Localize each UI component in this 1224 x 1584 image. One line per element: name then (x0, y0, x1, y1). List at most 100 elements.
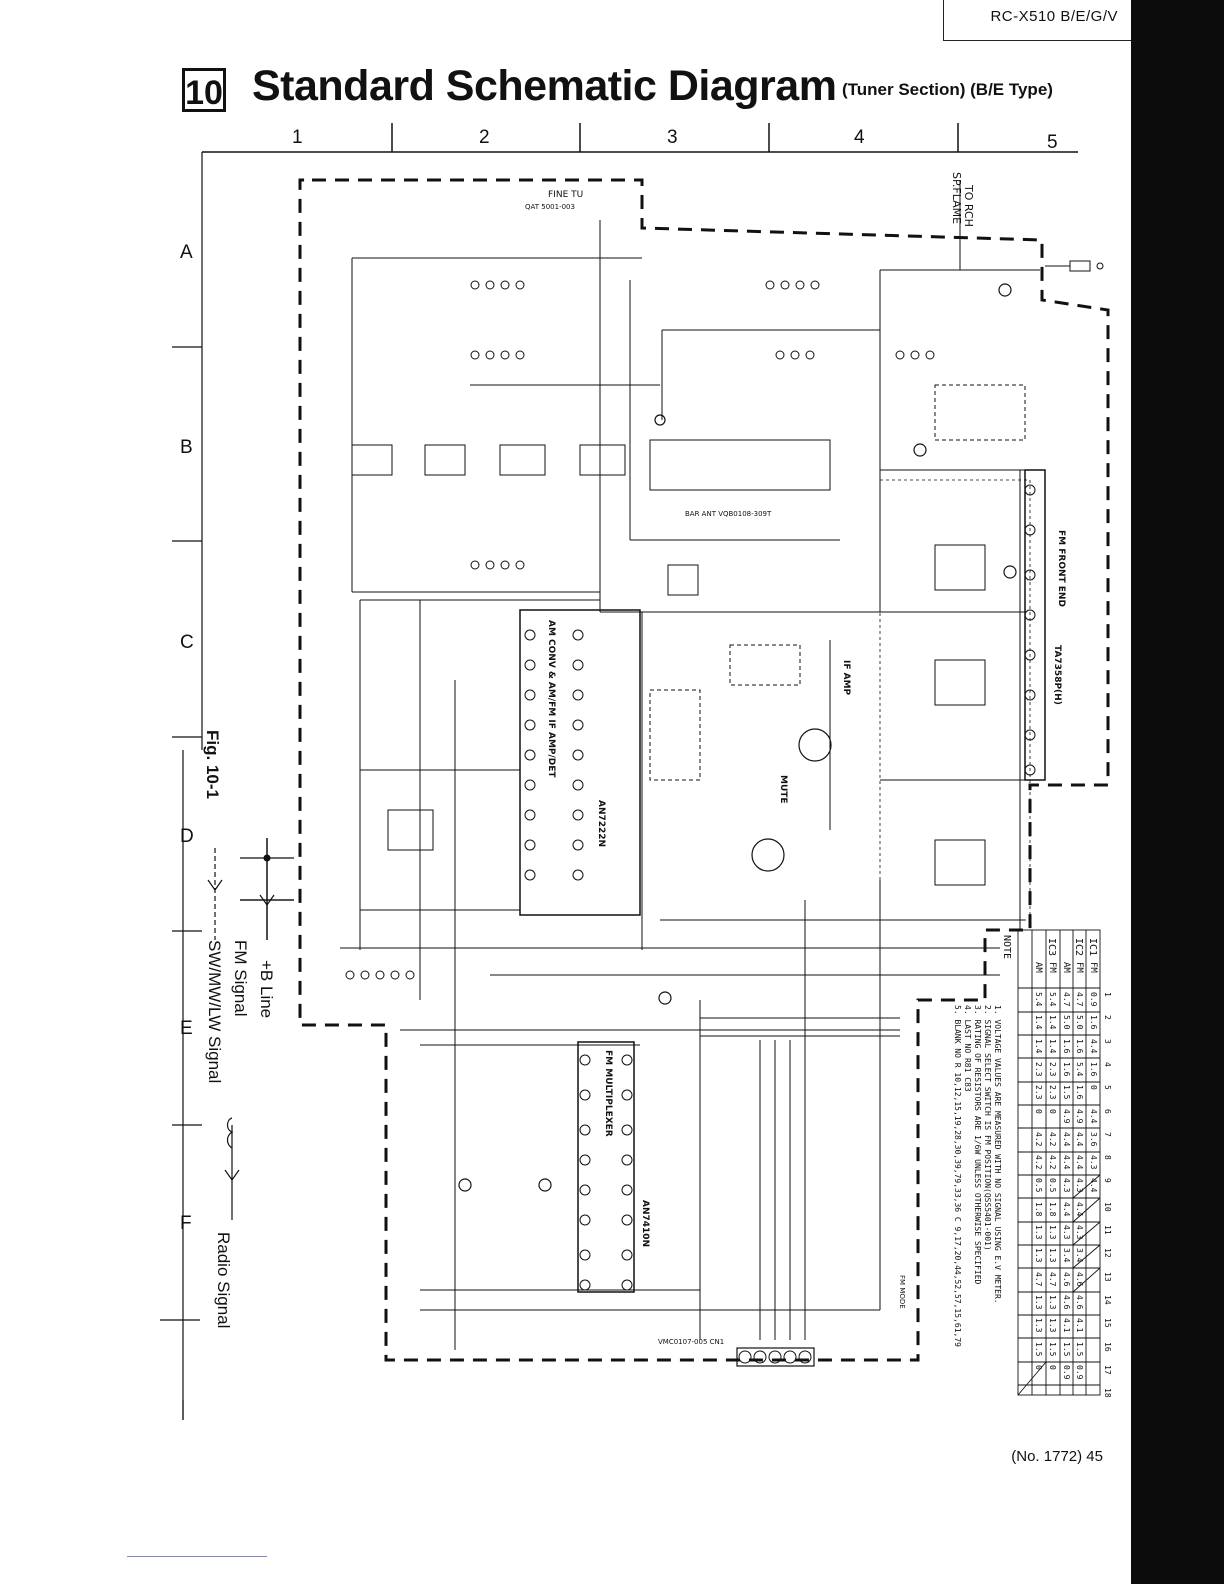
table-cell: 5.4 (1048, 992, 1057, 1007)
table-ic3-fm-mode: FM (1047, 962, 1057, 973)
table-ic2-am-mode: AM (1061, 962, 1071, 973)
table-cell: 4.2 (1048, 1155, 1057, 1170)
table-cell: 4.3 (1075, 1178, 1084, 1193)
ic2-part-label: AN7222N (596, 800, 606, 848)
table-pin-header: 4 (1103, 1061, 1112, 1067)
ic2-block-label: AM CONV & AM/FM IF AMP/DET (546, 620, 556, 778)
note-3: 3. RATING OF RESISTORS ARE 1/6W UNLESS O… (973, 1005, 982, 1285)
table-pin-header: 15 (1103, 1318, 1112, 1328)
table-cell: 1.6 (1089, 1061, 1098, 1077)
model-box (943, 0, 1132, 41)
table-pin-header: 8 (1103, 1155, 1112, 1160)
table-cell: 1.3 (1048, 1248, 1057, 1263)
grid-row-b: B (180, 437, 193, 458)
table-cell: 4.4 (1062, 1131, 1071, 1147)
grid-column-5: 5 (1047, 132, 1058, 153)
grid-column-4: 4 (854, 127, 865, 148)
table-cell: 4.4 (1075, 1131, 1084, 1147)
note-2: 2. SIGNAL SELECT SWITCH IS FM POSITION(Q… (983, 1005, 992, 1251)
table-cell: 0.5 (1048, 1178, 1057, 1193)
ic1-part-label: TA7358P(H) (1052, 645, 1062, 705)
legend-sw-mw-lw-signal: SW/MW/LW Signal (205, 940, 224, 1084)
table-cell: 1.4 (1034, 1038, 1043, 1054)
ic3-block-label: FM MULTIPLEXER (603, 1050, 613, 1137)
mute-label: MUTE (778, 775, 788, 804)
table-cell: 2.3 (1034, 1085, 1043, 1100)
table-cell: 4.3 (1062, 1225, 1071, 1240)
ic1-block-label: FM FRONT END (1056, 530, 1066, 607)
grid-row-f: F (180, 1213, 192, 1234)
table-cell: 1.6 (1089, 1015, 1098, 1030)
table-cell: 4.6 (1075, 1271, 1084, 1287)
legend-radio-signal: Radio Signal (214, 1232, 233, 1329)
table-cell: 1.5 (1075, 1341, 1084, 1356)
table-cell: 1.6 (1075, 1038, 1084, 1054)
fine-tune-label: FINE TU (548, 190, 584, 200)
table-pin-header: 3 (1103, 1038, 1112, 1044)
grid-column-2: 2 (479, 127, 490, 148)
table-cell: 1.3 (1034, 1225, 1043, 1240)
table-cell: 4.4 (1075, 1155, 1084, 1170)
table-cell: 4.2 (1034, 1131, 1043, 1147)
table-pin-header: 18 (1103, 1388, 1112, 1398)
table-cell: 4.1 (1075, 1318, 1084, 1333)
table-cell: 0 (1089, 1085, 1098, 1091)
table-cell: 2.3 (1034, 1061, 1043, 1077)
table-cell: 1.5 (1062, 1085, 1071, 1100)
table-cell: 1.6 (1062, 1038, 1071, 1054)
table-cell: 4.3 (1075, 1225, 1084, 1240)
table-pin-header: 11 (1103, 1225, 1112, 1235)
table-pin-header: 12 (1103, 1248, 1112, 1258)
table-ic1-label: IC1 (1087, 938, 1098, 957)
table-cell: 4.6 (1075, 1294, 1084, 1310)
table-cell: 4.4 (1075, 1201, 1084, 1217)
table-cell: 1.3 (1034, 1294, 1043, 1310)
table-cell: 1.5 (1062, 1341, 1071, 1356)
legend-fm-signal: FM Signal (231, 940, 250, 1017)
table-cell: 4.4 (1089, 1178, 1098, 1193)
grid-column-1: 1 (292, 127, 303, 148)
cn1-connector-label: VMC0107-005 CN1 (658, 1338, 725, 1346)
table-cell: 4.7 (1075, 992, 1084, 1007)
page-title: Standard Schematic Diagram (252, 62, 837, 110)
table-cell: 4.4 (1062, 1201, 1071, 1217)
table-cell: 1.6 (1062, 1061, 1071, 1077)
table-cell: 1.3 (1034, 1318, 1043, 1333)
table-cell: 1.3 (1048, 1294, 1057, 1310)
table-pin-header: 7 (1103, 1131, 1112, 1137)
table-cell: 3.6 (1089, 1131, 1098, 1147)
table-cell: 3.4 (1075, 1248, 1084, 1263)
section-number: 10 (182, 68, 226, 112)
bar-antenna-label: BAR ANT VQB0108-309T (685, 510, 772, 518)
footer-rule (127, 1556, 267, 1557)
table-cell: 1.5 (1048, 1341, 1057, 1356)
note-4: 4. LAST NO R81 C83 (963, 1005, 972, 1092)
table-cell: 0 (1048, 1108, 1057, 1114)
grid-row-c: C (180, 632, 194, 653)
page-subtitle: (Tuner Section) (B/E Type) (842, 80, 1053, 99)
table-cell: 0 (1048, 1364, 1057, 1370)
table-cell: 4.3 (1089, 1155, 1098, 1170)
table-cell: 1.8 (1034, 1201, 1043, 1217)
table-cell: 4.2 (1034, 1155, 1043, 1170)
to-rch-label: TO RCH (962, 185, 975, 227)
table-pin-header: 14 (1103, 1294, 1112, 1305)
table-pin-header: 13 (1103, 1271, 1112, 1282)
table-cell: 3.4 (1062, 1248, 1071, 1263)
table-cell: 1.6 (1075, 1085, 1084, 1100)
table-cell: 4.9 (1062, 1108, 1071, 1123)
table-pin-header: 5 (1103, 1085, 1112, 1091)
table-cell: 4.6 (1062, 1294, 1071, 1310)
if-amp-label: IF AMP (841, 660, 851, 696)
table-cell: 4.7 (1062, 992, 1071, 1007)
legend-b-line: +B Line (257, 960, 276, 1019)
table-cell: 0 (1034, 1108, 1043, 1114)
table-cell: 1.4 (1048, 1015, 1057, 1030)
table-cell: 1.4 (1048, 1038, 1057, 1054)
table-cell: 4.2 (1048, 1131, 1057, 1147)
grid-column-3: 3 (667, 127, 678, 148)
grid-row-a: A (180, 242, 193, 263)
table-cell: 0 (1034, 1364, 1043, 1370)
table-cell: 4.7 (1034, 1271, 1043, 1287)
